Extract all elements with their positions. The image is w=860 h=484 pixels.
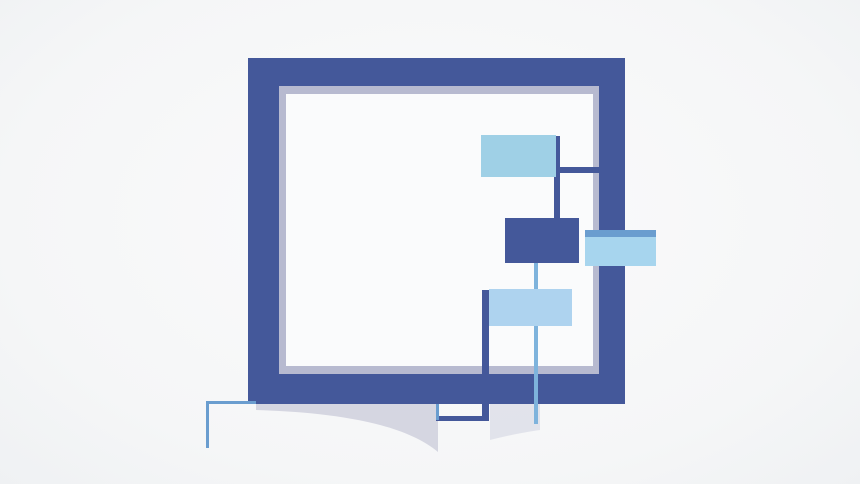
connector-horizontal-top [554, 167, 600, 173]
connector-bottom-tick [436, 404, 439, 420]
dark-blue-block [505, 218, 579, 263]
light-blue-block-top [481, 135, 556, 177]
connector-vertical-dark [482, 290, 489, 420]
left-line-vertical [206, 401, 209, 448]
connector-vertical-top [554, 136, 560, 218]
frame-shadow-right [490, 404, 540, 440]
light-blue-block-right-cap [585, 230, 656, 237]
pale-blue-block-bottom [489, 289, 572, 326]
connector-vertical-middle [534, 262, 538, 424]
frame-shadow [256, 404, 438, 452]
left-line-horizontal [206, 401, 256, 404]
connector-bottom-horizontal [436, 416, 489, 421]
